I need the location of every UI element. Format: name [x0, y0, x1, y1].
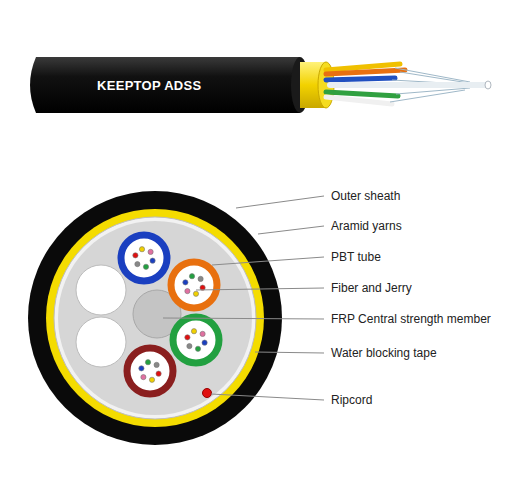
fiber: [149, 377, 154, 382]
part-label: PBT tube: [331, 250, 381, 264]
fiber: [195, 346, 200, 351]
part-label: Aramid yarns: [331, 219, 402, 233]
fiber-dots: [133, 247, 207, 383]
fiber: [200, 331, 205, 336]
pbt-tube: [121, 235, 167, 281]
part-label: Outer sheath: [331, 189, 400, 203]
leader-line: [163, 318, 324, 319]
part-label: Ripcord: [331, 393, 372, 407]
fiber: [202, 340, 207, 345]
fiber: [183, 280, 188, 285]
fiber: [156, 371, 161, 376]
fiber: [133, 253, 138, 258]
fiber: [154, 362, 159, 367]
fiber: [187, 344, 192, 349]
part-label: FRP Central strength member: [331, 312, 491, 326]
pbt-tube: [127, 348, 173, 394]
leader-lines: [163, 196, 324, 400]
tube: [326, 92, 398, 96]
fiber: [193, 291, 198, 296]
pbt-tube: [173, 317, 219, 363]
leader-line: [212, 257, 324, 265]
cable-side-view: [30, 57, 491, 113]
tube: [326, 78, 395, 80]
cable-print: KEEPTOP ADSS: [97, 78, 202, 93]
leader-line: [196, 288, 324, 290]
pbt-tube: [171, 262, 217, 308]
ripcord: [203, 389, 212, 398]
fiber: [145, 360, 150, 365]
central-member-end: [485, 81, 491, 89]
outer-sheath: [28, 191, 282, 445]
fiber: [141, 375, 146, 380]
leader-line: [255, 352, 324, 353]
tube: [326, 70, 405, 74]
fiber: [189, 274, 194, 279]
fiber: [198, 276, 203, 281]
central-member: [330, 82, 486, 88]
part-label: Water blocking tape: [331, 346, 437, 360]
fiber: [148, 249, 153, 254]
fiber: [185, 335, 190, 340]
filler-rod: [76, 265, 126, 315]
leader-line: [211, 394, 324, 400]
fiber: [143, 264, 148, 269]
filler-rod: [76, 317, 126, 367]
fiber: [139, 366, 144, 371]
leader-line: [236, 196, 324, 208]
filler: [326, 97, 392, 104]
outer-sheath-body: [30, 57, 300, 113]
fiber: [150, 258, 155, 263]
part-label: Fiber and Jerry: [331, 281, 412, 295]
fiber: [135, 262, 140, 267]
fiber: [191, 329, 196, 334]
leader-line: [258, 226, 324, 234]
fiber: [185, 289, 190, 294]
fiber: [139, 247, 144, 252]
cable-cross-section: [28, 191, 282, 445]
